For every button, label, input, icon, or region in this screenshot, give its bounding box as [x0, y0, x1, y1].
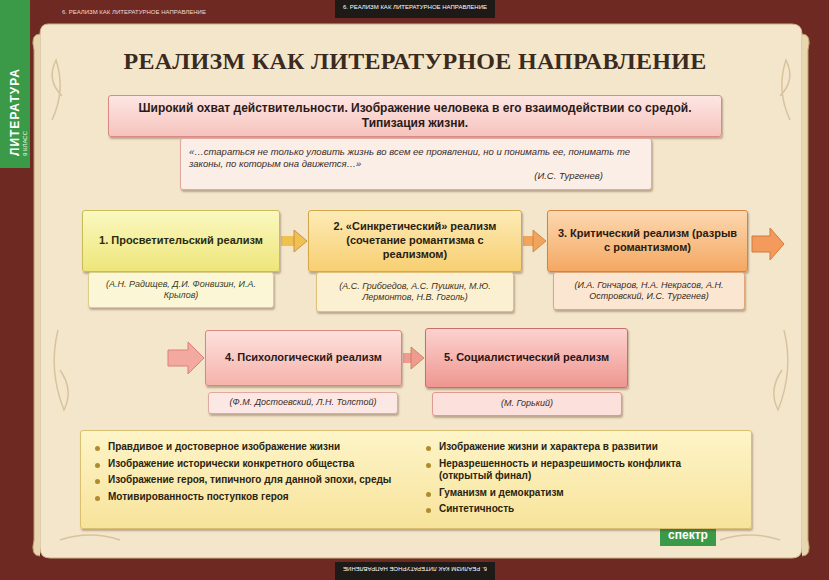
authors-box: (А.С. Грибоедов, А.С. Пушкин, М.Ю. Лермо… [316, 272, 514, 312]
sheet-caption: 6. РЕАЛИЗМ КАК ЛИТЕРАТУРНОЕ НАПРАВЛЕНИЕ [335, 566, 495, 572]
box-text: 4. Психологический реализм [225, 351, 382, 365]
feature-text: Синтетичность [439, 503, 514, 516]
bullet-dot [95, 446, 100, 451]
bullet-dot [426, 446, 431, 451]
feature-item: Правдивое и достоверное изображение жизн… [95, 441, 406, 454]
authors-box: (Ф.М. Достоевский, Л.Н. Толстой) [208, 392, 398, 414]
concept-box: 5. Социалистический реализм [425, 328, 628, 388]
feature-item: Синтетичность [426, 503, 737, 516]
authors-box: «…стараться не только уловить жизнь во в… [180, 138, 652, 190]
publisher-logo: спектр [660, 528, 716, 542]
bullet-dot [95, 496, 100, 501]
grade-tab: 9 КЛАСС [22, 131, 28, 156]
box-text: (А.С. Грибоедов, А.С. Пушкин, М.Ю. Лермо… [325, 281, 505, 304]
feature-text: Неразрешенность и неразрешимость конфлик… [439, 458, 737, 483]
feature-item: Изображение героя, типичного для данной … [95, 474, 406, 487]
box-text: 2. «Синкретический» реализм (сочетание р… [317, 220, 513, 261]
concept-box: 4. Психологический реализм [205, 330, 402, 386]
feature-text: Правдивое и достоверное изображение жизн… [108, 441, 340, 454]
features-panel: Правдивое и достоверное изображение жизн… [80, 430, 752, 529]
authors-box: (М. Горький) [432, 392, 622, 416]
bullet-dot [95, 463, 100, 468]
concept-box: 2. «Синкретический» реализм (сочетание р… [308, 210, 522, 272]
box-text: 5. Социалистический реализм [444, 351, 609, 365]
concept-box: 3. Критический реализм (разрыв с романти… [547, 210, 748, 272]
box-text: (И.А. Гончаров, Н.А. Некрасов, А.Н. Остр… [562, 280, 736, 303]
bullet-dot [426, 492, 431, 497]
feature-column: Изображение жизни и характера в развитии… [416, 439, 737, 520]
flow-arrow [523, 230, 546, 252]
sheet-caption: 6. РЕАЛИЗМ КАК ЛИТЕРАТУРНОЕ НАПРАВЛЕНИЕ [62, 9, 206, 15]
feature-text: Изображение героя, типичного для данной … [108, 474, 391, 487]
feature-column: Правдивое и достоверное изображение жизн… [95, 439, 416, 520]
feature-item: Гуманизм и демократизм [426, 487, 737, 500]
feature-text: Мотивированность поступков героя [108, 491, 289, 504]
concept-box: Широкий охват действительности. Изображе… [108, 95, 722, 137]
sheet-caption: 6. РЕАЛИЗМ КАК ЛИТЕРАТУРНОЕ НАПРАВЛЕНИЕ [335, 4, 495, 10]
feature-item: Мотивированность поступков героя [95, 491, 406, 504]
authors-box: (И.А. Гончаров, Н.А. Некрасов, А.Н. Остр… [553, 272, 745, 310]
box-text: 3. Критический реализм (разрыв с романти… [556, 227, 739, 255]
flow-arrow [281, 230, 307, 252]
poster-title: РЕАЛИЗМ КАК ЛИТЕРАТУРНОЕ НАПРАВЛЕНИЕ [60, 48, 770, 75]
feature-item: Неразрешенность и неразрешимость конфлик… [426, 458, 737, 483]
feature-text: Изображение исторически конкретного обще… [108, 458, 354, 471]
authors-box: (А.Н. Радищев, Д.И. Фонвизин, И.А. Крыло… [88, 272, 274, 308]
feature-item: Изображение исторически конкретного обще… [95, 458, 406, 471]
bullet-dot [95, 479, 100, 484]
feature-text: Гуманизм и демократизм [439, 487, 564, 500]
subject-tab: ЛИТЕРАТУРА [8, 68, 22, 156]
feature-text: Изображение жизни и характера в развитии [439, 441, 658, 454]
bullet-dot [426, 508, 431, 513]
feature-item: Изображение жизни и характера в развитии [426, 441, 737, 454]
box-text: (М. Горький) [501, 398, 553, 409]
quote-text: «…стараться не только уловить жизнь во в… [189, 146, 643, 170]
bullet-dot [426, 463, 431, 468]
box-text: (А.Н. Радищев, Д.И. Фонвизин, И.А. Крыло… [97, 279, 265, 302]
box-text: (Ф.М. Достоевский, Л.Н. Толстой) [230, 397, 377, 408]
flow-arrow [403, 347, 424, 369]
quote-author: (И.С. Тургенев) [534, 170, 603, 182]
box-text: Широкий охват действительности. Изображе… [117, 101, 713, 131]
box-text: 1. Просветительский реализм [99, 234, 263, 248]
concept-box: 1. Просветительский реализм [82, 210, 280, 272]
